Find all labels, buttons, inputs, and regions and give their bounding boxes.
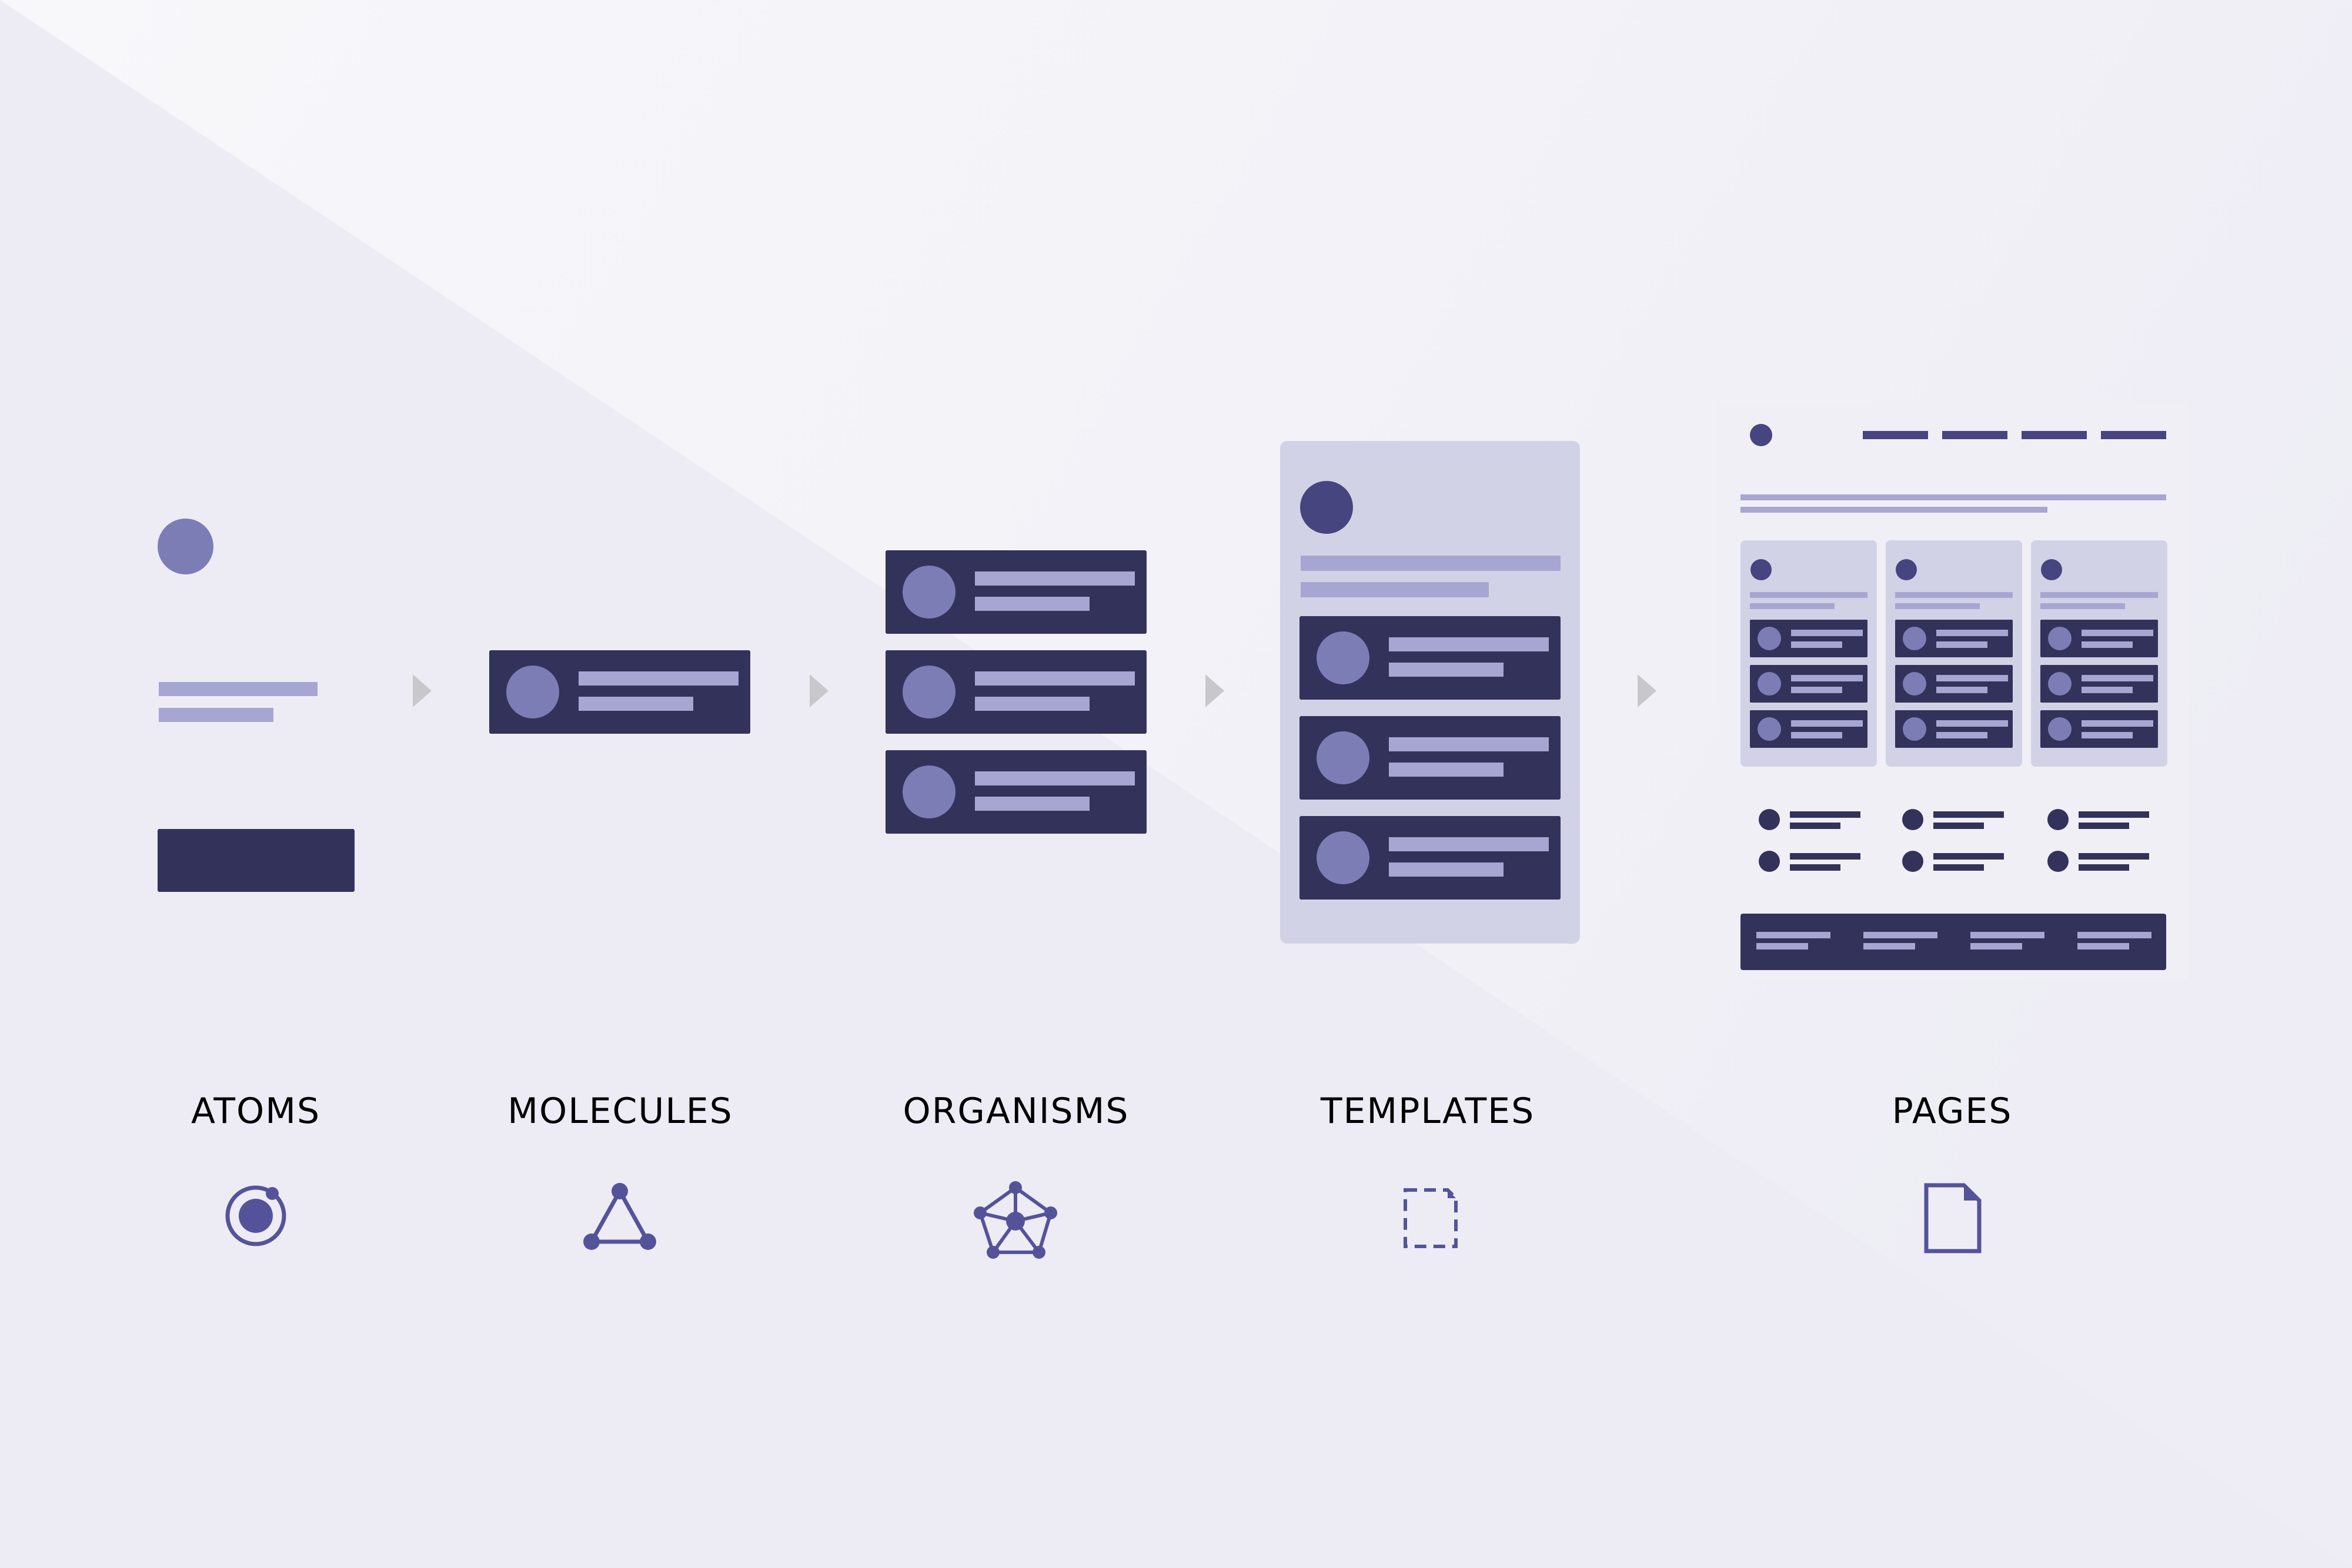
molecule-icon <box>583 1183 656 1250</box>
atom-text-bar-long <box>159 682 318 696</box>
arrow-icon <box>1205 674 1224 707</box>
page-icon <box>1924 1183 1982 1253</box>
stage-label-pages: PAGES <box>1892 1091 2013 1132</box>
organism-icon <box>974 1181 1057 1259</box>
stage-label-molecules: MOLECULES <box>507 1091 733 1132</box>
arrow-icon <box>810 674 828 707</box>
atom-text-bar-short <box>159 708 273 722</box>
atom-circle <box>158 519 213 574</box>
organism-stack <box>886 550 1147 834</box>
atoms-illustration <box>158 519 213 574</box>
template-icon <box>1404 1188 1458 1248</box>
stage-label-organisms: ORGANISMS <box>903 1091 1130 1132</box>
molecule-card <box>489 650 750 734</box>
page-illustration <box>1716 402 2189 981</box>
arrow-icon <box>413 674 432 707</box>
atom-button-block <box>158 829 355 892</box>
atom-icon <box>225 1185 286 1246</box>
arrow-icon <box>1638 674 1656 707</box>
stage-label-atoms: ATOMS <box>191 1091 321 1132</box>
stage-label-templates: TEMPLATES <box>1320 1091 1535 1132</box>
template-illustration <box>1280 441 1580 944</box>
